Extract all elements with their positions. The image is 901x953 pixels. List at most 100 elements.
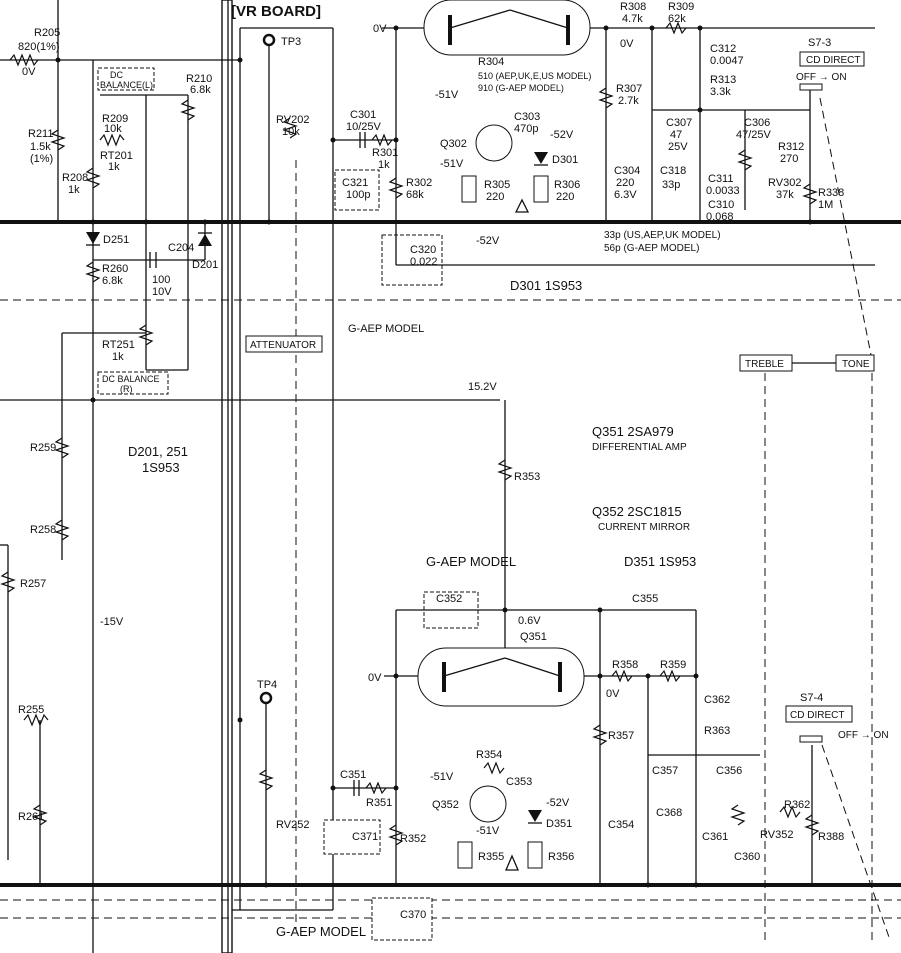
vr-board-frame [221, 0, 334, 953]
r312-label: R312 [778, 141, 804, 153]
dc-balance-l-label-2: BALANCE(L) [100, 80, 153, 90]
voltage-m52-lower: -52V [546, 797, 570, 809]
tone-label: TONE [842, 359, 870, 370]
d351-note: D351 1S953 [624, 554, 696, 569]
s7-3-state: OFF → ON [796, 72, 847, 83]
g-aep-model-note-lower: G-AEP MODEL [276, 924, 366, 939]
r259-label: R259 [30, 442, 56, 454]
r257-label: R257 [20, 578, 46, 590]
rv352-label: RV352 [760, 829, 793, 841]
rv302-value: 37k [776, 189, 794, 201]
r305-value: 220 [486, 191, 504, 203]
q351-label: Q351 [520, 631, 547, 643]
c362-label: C362 [704, 694, 730, 706]
c352-label: C352 [436, 593, 462, 605]
d351-label: D351 [546, 818, 572, 830]
d201-251-note: D201, 251 [128, 444, 188, 459]
c318-value: 33p [662, 179, 680, 191]
r205 [9, 53, 39, 67]
d251-label: D251 [103, 234, 129, 246]
voltage-m51-upper-b: -51V [440, 158, 464, 170]
s7-4-switch[interactable] [799, 735, 823, 743]
r208-label: R208 [62, 172, 88, 184]
d201-label: D201 [192, 259, 218, 271]
voltage-15-2: 15.2V [468, 381, 497, 393]
c311-label: C311 [708, 173, 733, 185]
r255-label: R255 [18, 704, 44, 716]
r313-label: R313 [710, 74, 736, 86]
c307-value: 47 [670, 129, 682, 141]
voltage-m51-upper-a: -51V [435, 89, 459, 101]
r210-value: 6.8k [190, 84, 211, 96]
c204-value-2: 10V [152, 286, 172, 298]
r388-label: R388 [818, 831, 844, 843]
s7-3-switch[interactable] [799, 83, 823, 91]
r308-value: 4.7k [622, 13, 643, 25]
rt251-label: RT251 [102, 339, 135, 351]
r306-value: 220 [556, 191, 574, 203]
rv302-label: RV302 [768, 177, 801, 189]
r306-label: R306 [554, 179, 580, 191]
s7-4-label: S7-4 [800, 692, 823, 704]
r261-label: R261 [18, 811, 44, 823]
r205-value: 820(1%) [18, 41, 60, 53]
tp3-label: TP3 [281, 36, 301, 48]
c311-value: 0.0033 [706, 185, 740, 197]
q352-transistor [469, 785, 507, 823]
r211-tol: (1%) [30, 153, 53, 165]
r308-label: R308 [620, 1, 646, 13]
q302-label: Q302 [440, 138, 467, 150]
c353-label: C353 [506, 776, 532, 788]
g-aep-model-note-middle: G-AEP MODEL [426, 554, 516, 569]
voltage-m51-lower-a: -51V [430, 771, 454, 783]
s7-3-cd-direct-label: CD DIRECT [806, 55, 860, 66]
c355-label: C355 [632, 593, 658, 605]
r209-label: R209 [102, 113, 128, 125]
r307-label: R307 [616, 83, 642, 95]
c360-label: C360 [734, 851, 760, 863]
r209-value: 10k [104, 123, 122, 135]
c354-label: C354 [608, 819, 634, 831]
r260-value: 6.8k [102, 275, 123, 287]
rv252-label: RV252 [276, 819, 309, 831]
q351-desc: DIFFERENTIAL AMP [592, 442, 687, 453]
r301-value: 1k [378, 159, 390, 171]
q302-transistor [475, 124, 513, 162]
c318-label: C318 [660, 165, 686, 177]
tp3-testpoint [262, 33, 276, 47]
c312-label: C312 [710, 43, 736, 55]
rt201-label: RT201 [100, 150, 133, 162]
s7-4-cd-direct-label: CD DIRECT [790, 710, 844, 721]
c371-label: C371 [352, 831, 378, 843]
voltage-m52-upper: -52V [550, 129, 574, 141]
r354-label: R354 [476, 749, 502, 761]
r304-value-1: 510 (AEP,UK,E,US MODEL) [478, 71, 591, 81]
r260-label: R260 [102, 263, 128, 275]
r359-label: R359 [660, 659, 686, 671]
r210-label: R210 [186, 73, 212, 85]
r352-label: R352 [400, 833, 426, 845]
vr-board-title: [VR BOARD] [231, 3, 321, 20]
r205-voltage: 0V [22, 66, 36, 78]
r304-value-2: 910 (G-AEP MODEL) [478, 83, 564, 93]
r208-value: 1k [68, 184, 80, 196]
r313-value: 3.3k [710, 86, 731, 98]
s7-4-state: OFF → ON [838, 730, 889, 741]
q351-note: Q351 2SA979 [592, 424, 674, 439]
junction-dots [55, 25, 813, 888]
c310-value: 0.068 [706, 211, 734, 223]
c204-label: C204 [168, 242, 194, 254]
r307-value: 2.7k [618, 95, 639, 107]
r338-value: 1M [818, 199, 833, 211]
r357-label: R357 [608, 730, 634, 742]
warning-icon [514, 198, 530, 213]
q351-differential-pair [417, 647, 585, 707]
r211-label: R211 [28, 128, 53, 140]
voltage-0v-lower: 0V [368, 672, 382, 684]
rt201-value: 1k [108, 161, 120, 173]
q352-desc: CURRENT MIRROR [598, 522, 690, 533]
c361-label: C361 [702, 831, 728, 843]
r258-label: R258 [30, 524, 56, 536]
c304-value: 220 [616, 177, 634, 189]
